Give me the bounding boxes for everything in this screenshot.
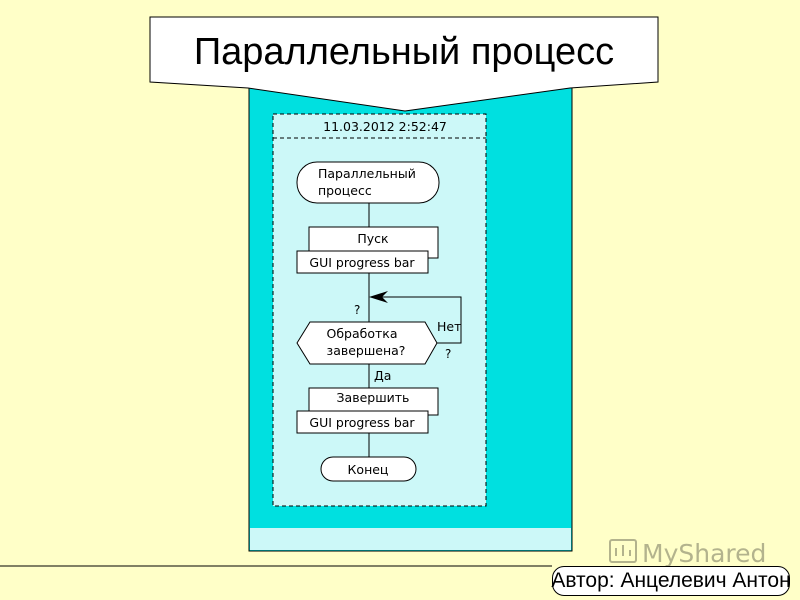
condition-node: Обработка завершена? — [296, 321, 438, 365]
no-branch-label: Нет — [437, 319, 461, 334]
diagram-panel: 11.03.2012 2:52:47 Параллельный процесс … — [248, 54, 573, 552]
end-node: Конец — [320, 456, 417, 482]
svg-text:процесс: процесс — [318, 183, 372, 198]
svg-text:Обработка: Обработка — [327, 326, 398, 341]
svg-text:GUI progress bar: GUI progress bar — [309, 255, 415, 270]
slide-title: Параллельный процесс — [193, 30, 615, 73]
svg-text:завершена?: завершена? — [327, 343, 406, 358]
start-node: Параллельный процесс — [296, 161, 440, 204]
svg-text:Конец: Конец — [348, 462, 389, 477]
gui-progress-bar-block-2: GUI progress bar — [296, 410, 429, 434]
yes-branch-label: Да — [374, 368, 391, 383]
watermark-text: MyShared — [642, 538, 767, 568]
loop-arrowhead — [369, 291, 388, 303]
svg-text:Параллельный: Параллельный — [318, 166, 416, 181]
gui-progress-bar-block-1: GUI progress bar — [296, 250, 429, 274]
watermark: MyShared — [642, 536, 766, 570]
title-callout — [149, 16, 659, 112]
svg-text:GUI progress bar: GUI progress bar — [309, 415, 415, 430]
no-branch-question-mark: ? — [445, 347, 451, 361]
author-box: Автор: Анцелевич Антон — [551, 566, 791, 596]
timestamp-label: 11.03.2012 2:52:47 — [323, 119, 447, 134]
svg-text:Пуск: Пуск — [357, 231, 389, 246]
loop-question-mark: ? — [354, 303, 360, 317]
flow-connectors — [368, 203, 462, 457]
watermark-logo-icon — [609, 539, 637, 563]
svg-text:Завершить: Завершить — [337, 390, 410, 405]
